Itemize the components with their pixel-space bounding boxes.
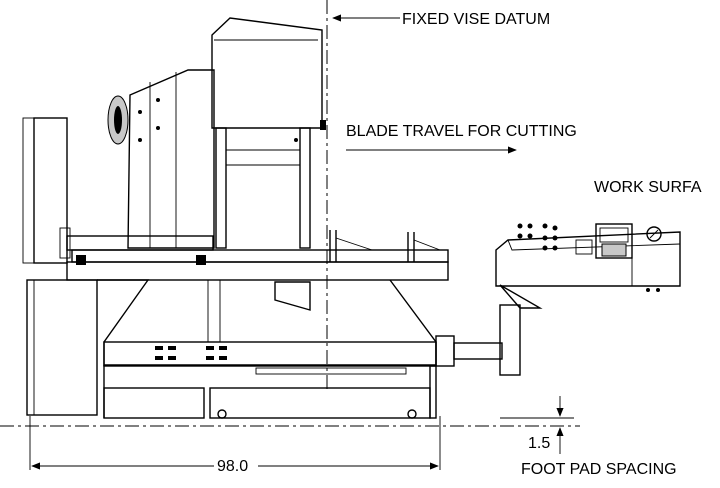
vise-table	[66, 230, 449, 281]
left-motor-housing	[22, 117, 98, 416]
height-dimension-label: 1.5	[528, 435, 550, 452]
blade-guard	[211, 17, 326, 249]
control-panel	[435, 223, 681, 376]
foot-pad-spacing-label: FOOT PAD SPACING	[521, 461, 677, 478]
dimension-lines	[0, 0, 580, 470]
work-surface-label: WORK SURFA	[594, 179, 702, 196]
base-frame	[97, 279, 437, 419]
saw-machine	[22, 17, 681, 419]
saw-column	[107, 69, 215, 249]
blade-travel-label: BLADE TRAVEL FOR CUTTING	[346, 123, 577, 140]
fixed-vise-datum-label: FIXED VISE DATUM	[402, 11, 550, 28]
width-dimension-label: 98.0	[217, 458, 248, 475]
annotation-labels: FIXED VISE DATUM BLADE TRAVEL FOR CUTTIN…	[217, 11, 702, 478]
